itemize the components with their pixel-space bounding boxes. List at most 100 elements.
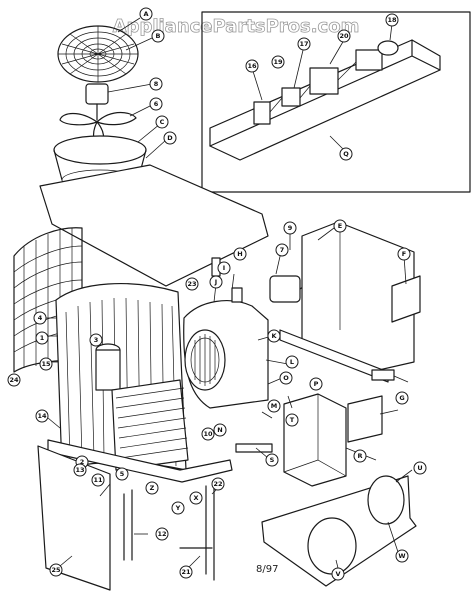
- callout-L: L: [285, 355, 299, 369]
- svg-text:19: 19: [273, 58, 283, 66]
- svg-text:F: F: [402, 250, 406, 258]
- callout-R: R: [353, 449, 367, 463]
- callout-22: 22: [211, 477, 225, 491]
- callout-16: 16: [245, 59, 259, 73]
- svg-text:23: 23: [187, 280, 196, 288]
- callout-23: 23: [185, 277, 199, 291]
- callout-3: 3: [89, 333, 103, 347]
- callout-6: 6: [149, 97, 163, 111]
- callout-21: 21: [179, 565, 193, 579]
- svg-text:W: W: [398, 552, 405, 560]
- svg-text:D: D: [167, 134, 173, 142]
- svg-text:21: 21: [181, 568, 191, 576]
- callout-G: G: [395, 391, 409, 405]
- svg-text:P: P: [314, 380, 319, 388]
- fan-guard: [57, 25, 139, 83]
- svg-text:I: I: [223, 264, 225, 272]
- svg-text:12: 12: [157, 530, 166, 538]
- callout-20: 20: [337, 29, 351, 43]
- svg-text:7: 7: [280, 246, 285, 254]
- callout-M: M: [267, 399, 281, 413]
- top-panel: [39, 164, 269, 287]
- callout-U: U: [413, 461, 427, 475]
- plenum-box: [283, 393, 347, 487]
- svg-text:Q: Q: [343, 150, 349, 158]
- svg-text:S: S: [270, 456, 275, 464]
- callout-19: 19: [271, 55, 285, 69]
- svg-text:C: C: [160, 118, 165, 126]
- callout-Y: Y: [171, 501, 185, 515]
- callout-Q: Q: [339, 147, 353, 161]
- svg-text:4: 4: [38, 314, 43, 322]
- callout-9: 9: [283, 221, 297, 235]
- callout-24: 24: [7, 373, 21, 387]
- svg-text:H: H: [237, 250, 242, 258]
- svg-text:16: 16: [247, 62, 257, 70]
- svg-text:Z: Z: [150, 484, 155, 492]
- callout-S: S: [265, 453, 279, 467]
- date-code: 8/97: [256, 564, 278, 575]
- svg-text:14: 14: [37, 412, 47, 420]
- svg-text:5: 5: [120, 470, 125, 478]
- svg-text:10: 10: [203, 430, 213, 438]
- fan-motor: [85, 83, 109, 121]
- svg-text:X: X: [193, 494, 198, 502]
- refrigerant-tubing: [123, 483, 215, 581]
- callout-E: E: [333, 219, 347, 233]
- svg-text:15: 15: [41, 360, 51, 368]
- callout-12: 12: [155, 527, 169, 541]
- callout-15: 15: [39, 357, 53, 371]
- svg-text:2: 2: [80, 458, 85, 466]
- callout-X: X: [189, 491, 203, 505]
- svg-text:8: 8: [154, 80, 159, 88]
- callout-13: 13: [73, 463, 87, 477]
- callout-17: 17: [297, 37, 311, 51]
- svg-text:N: N: [217, 426, 222, 434]
- callout-F: F: [397, 247, 411, 261]
- svg-text:E: E: [338, 222, 342, 230]
- callout-N: N: [213, 423, 227, 437]
- svg-text:24: 24: [9, 376, 19, 384]
- blower-housing: [183, 300, 269, 409]
- callout-B: B: [151, 29, 165, 43]
- svg-text:B: B: [156, 32, 161, 40]
- svg-text:3: 3: [94, 336, 99, 344]
- svg-text:1: 1: [40, 334, 45, 342]
- svg-text:J: J: [214, 278, 217, 286]
- callout-4: 4: [33, 311, 47, 325]
- watermark-text: AppliancePartsPros.com: [113, 16, 360, 37]
- svg-text:T: T: [290, 416, 295, 424]
- svg-text:6: 6: [154, 100, 159, 108]
- callout-1: 1: [35, 331, 49, 345]
- evaporator-coil: [111, 379, 189, 471]
- callout-J: J: [209, 275, 223, 289]
- svg-text:18: 18: [387, 16, 397, 24]
- svg-text:M: M: [271, 402, 277, 410]
- control-box-inset: [201, 11, 471, 193]
- callout-5: 5: [115, 467, 129, 481]
- svg-text:R: R: [357, 452, 362, 460]
- svg-text:20: 20: [339, 32, 349, 40]
- callout-I: I: [217, 261, 231, 275]
- svg-text:O: O: [283, 374, 289, 382]
- svg-text:25: 25: [51, 566, 61, 574]
- callout-7: 7: [275, 243, 289, 257]
- callout-C: C: [155, 115, 169, 129]
- callout-H: H: [233, 247, 247, 261]
- svg-text:13: 13: [75, 466, 84, 474]
- access-panel-small: [347, 395, 383, 443]
- svg-text:G: G: [399, 394, 404, 402]
- svg-text:U: U: [417, 464, 422, 472]
- svg-text:11: 11: [93, 476, 103, 484]
- callout-O: O: [279, 371, 293, 385]
- mounting-bracket: [391, 275, 421, 323]
- callout-10: 10: [201, 427, 215, 441]
- callout-P: P: [309, 377, 323, 391]
- front-service-panel: [261, 475, 417, 587]
- callout-18: 18: [385, 13, 399, 27]
- callout-8: 8: [149, 77, 163, 91]
- svg-text:17: 17: [299, 40, 308, 48]
- callout-Z: Z: [145, 481, 159, 495]
- svg-text:L: L: [290, 358, 294, 366]
- svg-text:V: V: [335, 570, 340, 578]
